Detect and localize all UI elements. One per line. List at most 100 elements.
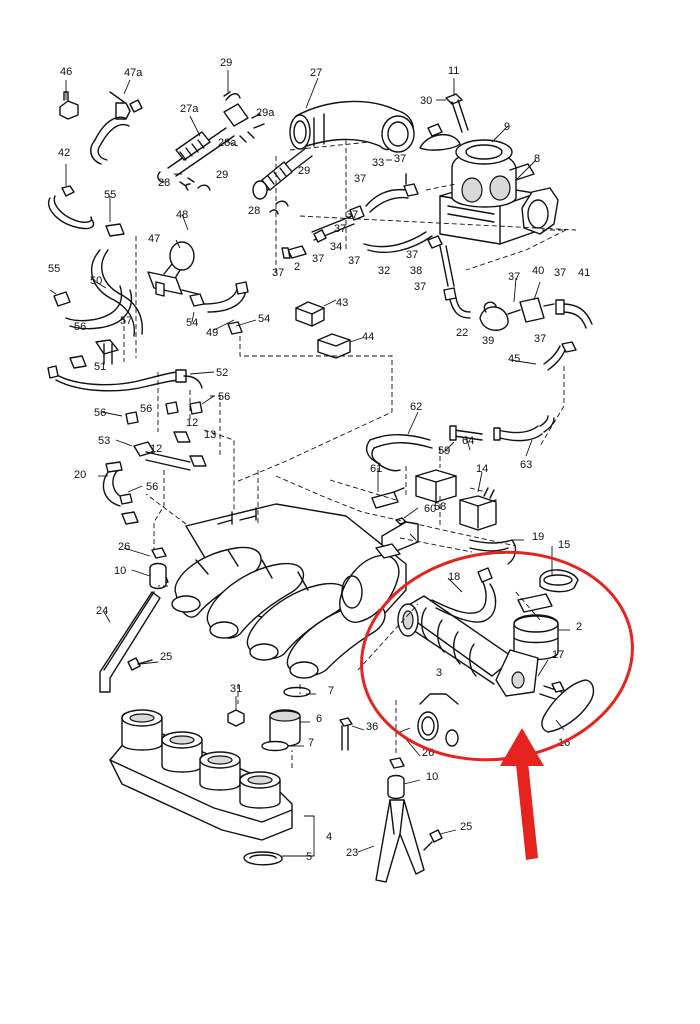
label-49: 49 [206,327,218,339]
label-19: 19 [532,531,544,543]
valve-47 [147,271,199,297]
hose-18 [431,567,497,623]
label-37-h: 37 [406,249,418,261]
lower-manifold-4 [109,709,293,841]
resonance-pipe-3 [397,595,515,685]
label-38: 38 [410,265,422,277]
routing-dashed-lines [123,140,577,768]
hose-55-upper [90,223,143,337]
clamp-46 [59,91,79,120]
label-37-l: 37 [534,333,546,345]
label-42: 42 [58,147,70,159]
label-50: 50 [90,275,102,287]
seals-26 [417,693,459,747]
mount-10-lower [387,757,405,800]
label-37-e: 37 [312,253,324,265]
label-58: 58 [434,501,446,513]
breather-pipe-27a [157,91,265,187]
label-14: 14 [476,463,488,475]
label-56-c: 56 [140,403,152,415]
label-44: 44 [362,331,374,343]
label-2-b: 2 [576,621,582,633]
label-11: 11 [448,65,459,77]
label-37-g: 37 [348,255,360,267]
label-52: 52 [216,367,228,379]
leader-lines [49,70,570,857]
adapter-7-6 [261,686,311,752]
label-12-b: 12 [150,443,162,455]
label-27a: 27a [180,103,199,115]
check-valve-12 [133,431,207,471]
arrow-up-icon [500,728,544,860]
label-56-e: 56 [146,481,158,493]
label-37: 37 [394,153,406,165]
label-26: 26 [118,541,130,553]
label-27: 27 [310,67,322,79]
hose-29-lower [252,147,313,200]
spring-clips-29 [185,183,289,215]
label-15: 15 [558,539,570,551]
label-59: 59 [438,445,450,457]
label-10-b: 10 [426,771,438,783]
label-63: 63 [520,459,532,471]
hose-32 [363,231,443,253]
label-56-b: 56 [218,391,230,403]
label-20: 20 [74,469,86,481]
label-17: 17 [552,649,564,661]
valve-39 [479,301,509,331]
connector-34 [311,205,365,243]
label-61: 61 [370,463,382,475]
bolt-25-upper [127,657,153,671]
breather-47a [90,91,143,165]
label-30: 30 [420,95,432,107]
label-56-d: 56 [94,407,106,419]
hose-41 [555,299,593,329]
hose-38 [439,245,471,319]
label-28-b: 28 [248,205,260,217]
bracket-23 [375,799,425,883]
label-33: 33 [372,157,384,169]
label-62: 62 [410,401,422,413]
hose-52 [47,365,203,392]
mount-10-upper [149,547,167,590]
throttle-body-9 [439,139,541,245]
tee-57-51 [69,339,119,369]
valve-43 [295,301,325,327]
small-hose-2-top [281,245,307,259]
label-29: 29 [220,57,232,69]
label-54: 54 [258,313,270,325]
label-31: 31 [230,683,242,695]
bolt-25-lower [423,829,443,851]
label-12: 12 [186,417,198,429]
bolt-36 [339,717,353,751]
label-7-b: 7 [308,737,314,749]
label-29-c: 29 [298,165,310,177]
label-28: 28 [158,177,170,189]
label-28a: 28a [218,137,237,149]
gasket-5 [243,851,283,866]
label-64: 64 [462,435,474,447]
label-41: 41 [578,267,590,279]
flap-valve-2 [513,593,559,661]
clip-56-group [125,401,203,425]
label-4: 4 [326,831,332,843]
label-56: 56 [74,321,86,333]
bracket-24 [99,571,169,693]
label-45: 45 [508,353,520,365]
cover-16 [541,679,595,733]
hose-20 [102,461,139,525]
gasket-8 [521,187,559,235]
intake-hose-27 [289,100,415,153]
label-29-b: 29 [216,169,228,181]
label-8: 8 [534,153,540,165]
nut-31 [227,709,245,727]
label-24: 24 [96,605,108,617]
valve-44 [317,333,351,359]
valve-14 [459,487,497,531]
label-37-d: 37 [334,223,346,235]
label-13: 13 [204,429,216,441]
solenoid-60 [395,469,457,525]
part-labels: 46 47a 29 27 11 27a 29a 30 9 42 28a 33 3… [48,57,590,863]
valve-40 [507,297,555,323]
